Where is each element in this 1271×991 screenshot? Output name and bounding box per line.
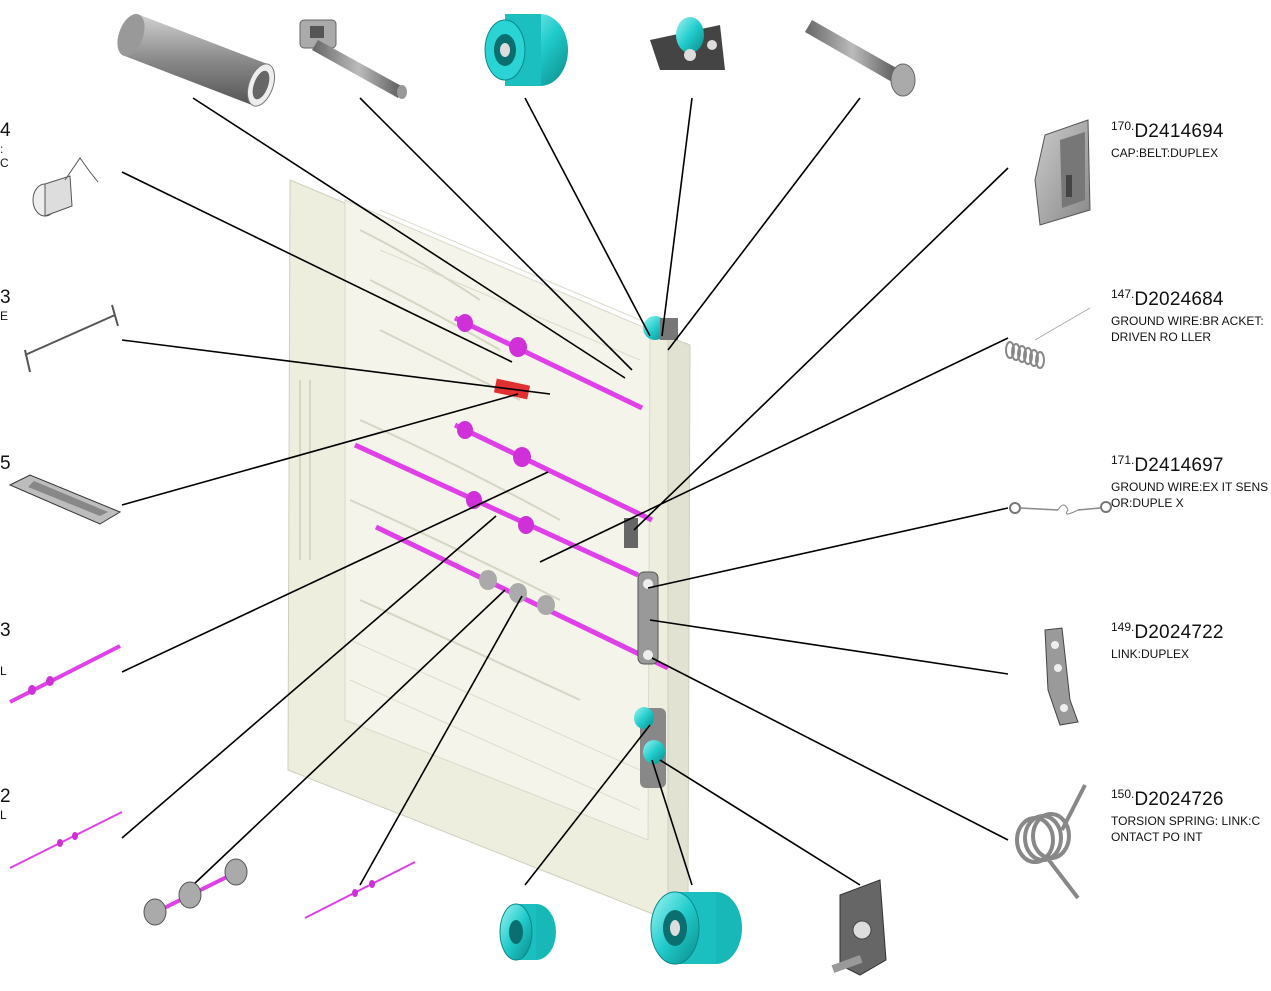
clipped-text: L <box>0 808 7 822</box>
callout-171: 171.D2414697 GROUND WIRE:EX IT SENSOR:DU… <box>1111 453 1269 511</box>
clipped-text: E <box>0 309 9 323</box>
part-number: D2414694 <box>1134 121 1224 142</box>
leader-lines <box>121 97 1009 886</box>
pin-icon <box>805 20 916 97</box>
callout-ref: 147. <box>1111 287 1135 301</box>
clipped-callout-left-1: 4 : C <box>0 120 11 170</box>
link-icon <box>1044 627 1079 726</box>
part-number: D2024722 <box>1134 622 1224 643</box>
part-description: GROUND WIRE:BR ACKET:DRIVEN RO LLER <box>1111 314 1264 344</box>
clipped-callout-left-2: 3 E <box>0 287 11 323</box>
clipped-callout-left-5: 2 L <box>0 786 11 822</box>
callout-ref: 150. <box>1111 787 1135 801</box>
callout-ref: 149. <box>1111 620 1135 634</box>
clipped-part-digit: 5 <box>0 453 11 474</box>
assembly-link <box>637 571 659 665</box>
part-number: D2024726 <box>1134 789 1224 810</box>
callout-147: 147.D2024684 GROUND WIRE:BR ACKET:DRIVEN… <box>1111 287 1269 345</box>
callout-170: 170.D2414694 CAP:BELT:DUPLEX <box>1111 119 1269 161</box>
clipped-part-digit: 3 <box>0 620 11 641</box>
ground-wire-coil-icon <box>1005 307 1091 369</box>
roller-icon <box>499 903 556 961</box>
assembly-cap <box>624 518 638 548</box>
part-description: TORSION SPRING: LINK:CONTACT PO INT <box>1111 814 1261 844</box>
duplex-frame-assembly <box>287 179 691 921</box>
shaft-icon <box>9 811 123 869</box>
roller-large-icon <box>650 891 742 965</box>
part-description: CAP:BELT:DUPLEX <box>1111 146 1219 160</box>
clipped-text: L <box>0 664 7 678</box>
clipped-callout-left-3: 5 <box>0 453 11 475</box>
cap-icon <box>1034 119 1091 226</box>
part-description: GROUND WIRE:EX IT SENSOR:DUPLE X <box>1111 480 1269 510</box>
wire-rod-icon <box>24 304 119 373</box>
assembly-shaft-2 <box>453 421 654 523</box>
plate-icon <box>8 474 122 525</box>
clipped-text: : <box>0 142 4 156</box>
callout-ref: 171. <box>1111 453 1135 467</box>
bracket-icon <box>831 879 887 976</box>
callout-ref: 170. <box>1111 119 1135 133</box>
ground-wire-eyelet-icon <box>1009 501 1112 515</box>
assembly-cyan-rollers-bottom <box>634 707 666 788</box>
assembly-shaft-1 <box>453 314 644 411</box>
assembly-shaft-3 <box>353 442 640 578</box>
shaft-icon <box>304 861 416 919</box>
roller-shaft-icon <box>143 858 248 926</box>
part-number: D2414697 <box>1134 455 1224 476</box>
spring-icon <box>32 157 99 217</box>
part-description: LINK:DUPLEX <box>1111 647 1190 661</box>
roller-gear-icon <box>484 14 568 86</box>
shaft-icon <box>9 644 121 704</box>
shaft-pin-icon <box>299 19 407 99</box>
clipped-callout-left-4: 3 L <box>0 620 11 678</box>
bracket-roller-icon <box>650 17 725 70</box>
clipped-part-digit: 3 <box>0 287 11 308</box>
assembly-cyan-roller-top <box>643 316 678 340</box>
clipped-part-digit: 2 <box>0 786 11 807</box>
callout-150: 150.D2024726 TORSION SPRING: LINK:CONTAC… <box>1111 787 1269 845</box>
torsion-spring-icon <box>1015 784 1087 900</box>
part-number: D2024684 <box>1134 289 1224 310</box>
sleeve-icon <box>117 13 276 107</box>
clipped-text: C <box>0 156 9 170</box>
clipped-part-digit: 4 <box>0 120 11 141</box>
callout-149: 149.D2024722 LINK:DUPLEX <box>1111 620 1269 662</box>
